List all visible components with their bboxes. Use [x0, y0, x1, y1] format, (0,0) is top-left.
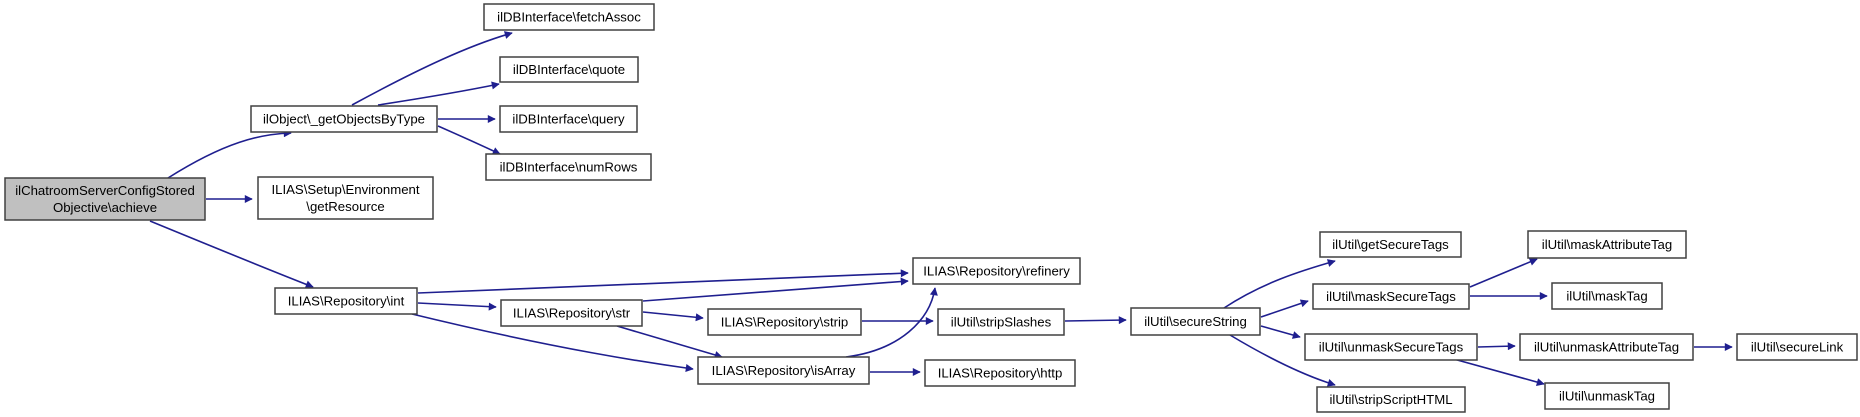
edge-int-isArray — [411, 313, 694, 372]
edge-secureString-stripScriptHTML — [1229, 334, 1336, 387]
edge-stripSlashes-secureString — [1064, 316, 1127, 325]
node-label-fetchAssoc: ilDBInterface\fetchAssoc — [497, 10, 641, 25]
node-label-unmaskTag: ilUtil\unmaskTag — [1559, 389, 1655, 404]
node-unmaskSecureTags[interactable]: ilUtil\unmaskSecureTags — [1304, 333, 1478, 361]
node-achieve[interactable]: ilChatroomServerConfigStoredObjective\ac… — [4, 177, 206, 221]
edge-isArray-refinery — [845, 287, 938, 358]
node-label-stripScriptHTML: ilUtil\stripScriptHTML — [1329, 392, 1452, 407]
node-box-unmaskSecureTags[interactable] — [1304, 333, 1478, 361]
edge-str-refinery — [642, 277, 909, 302]
node-label-unmaskAttributeTag: ilUtil\unmaskAttributeTag — [1534, 340, 1679, 355]
node-getResource[interactable]: ILIAS\Setup\Environment \getResource — [257, 176, 434, 220]
node-box-http[interactable] — [924, 359, 1076, 387]
node-int[interactable]: ILIAS\Repository\int — [274, 287, 418, 315]
node-box-unmaskTag[interactable] — [1544, 382, 1670, 410]
edge-secureString-maskSecureTags — [1260, 299, 1309, 318]
node-stripSlashes[interactable]: ilUtil\stripSlashes — [937, 308, 1065, 336]
node-label-quote: ilDBInterface\quote — [513, 62, 625, 77]
node-label-stripSlashes: ilUtil\stripSlashes — [951, 315, 1052, 330]
node-box-query[interactable] — [499, 105, 638, 133]
node-label-getObjectsByType: ilObject\_getObjectsByType — [263, 112, 425, 127]
node-box-unmaskAttributeTag[interactable] — [1519, 333, 1694, 361]
node-label-str: ILIAS\Repository\str — [513, 306, 631, 321]
node-unmaskAttributeTag[interactable]: ilUtil\unmaskAttributeTag — [1519, 333, 1694, 361]
node-label-maskTag: ilUtil\maskTag — [1566, 289, 1647, 304]
node-label-getSecureTags: ilUtil\getSecureTags — [1332, 237, 1449, 252]
node-quote[interactable]: ilDBInterface\quote — [499, 56, 639, 83]
node-label-secureString: ilUtil\secureString — [1144, 314, 1247, 329]
node-label-refinery: ILIAS\Repository\refinery — [923, 264, 1070, 279]
node-str[interactable]: ILIAS\Repository\str — [500, 299, 643, 327]
node-label-strip: ILIAS\Repository\strip — [721, 315, 849, 330]
node-maskSecureTags[interactable]: ilUtil\maskSecureTags — [1312, 283, 1470, 310]
edge-unmaskSecureTags-unmaskAttributeTag — [1477, 342, 1516, 351]
node-label-achieve-line1: ilChatroomServerConfigStored — [15, 183, 195, 198]
node-label-getResource-line1: ILIAS\Setup\Environment — [271, 182, 419, 197]
node-box-maskTag[interactable] — [1551, 282, 1663, 310]
node-box-secureString[interactable] — [1130, 307, 1261, 336]
node-label-maskAttributeTag: ilUtil\maskAttributeTag — [1542, 237, 1672, 252]
edge-achieve-int — [149, 220, 314, 289]
node-box-isArray[interactable] — [697, 356, 870, 385]
edge-str-isArray — [616, 325, 723, 359]
node-maskAttributeTag[interactable]: ilUtil\maskAttributeTag — [1527, 230, 1687, 259]
node-fetchAssoc[interactable]: ilDBInterface\fetchAssoc — [483, 3, 655, 31]
node-getSecureTags[interactable]: ilUtil\getSecureTags — [1319, 231, 1462, 258]
node-secureLink[interactable]: ilUtil\secureLink — [1736, 333, 1858, 361]
edge-maskSecureTags-maskAttributeTag — [1469, 258, 1538, 288]
node-box-secureLink[interactable] — [1736, 333, 1858, 361]
node-label-achieve-line2: Objective\achieve — [53, 200, 157, 215]
node-box-int[interactable] — [274, 287, 418, 315]
node-getObjectsByType[interactable]: ilObject\_getObjectsByType — [250, 105, 438, 133]
node-box-maskSecureTags[interactable] — [1312, 283, 1470, 310]
edge-secureString-getSecureTags — [1223, 259, 1336, 309]
node-box-refinery[interactable] — [912, 257, 1081, 285]
node-box-numRows[interactable] — [485, 153, 652, 181]
node-box-str[interactable] — [500, 299, 643, 327]
node-box-maskAttributeTag[interactable] — [1527, 230, 1687, 259]
node-box-stripSlashes[interactable] — [937, 308, 1065, 336]
edge-int-str — [417, 302, 497, 311]
edge-getObjectsByType-numRows — [437, 125, 501, 155]
node-box-getSecureTags[interactable] — [1319, 231, 1462, 258]
node-box-strip[interactable] — [707, 308, 862, 336]
node-unmaskTag[interactable]: ilUtil\unmaskTag — [1544, 382, 1670, 410]
edge-unmaskSecureTags-unmaskTag — [1449, 357, 1545, 386]
edge-achieve-getObjectsByType — [167, 129, 292, 179]
node-label-numRows: ilDBInterface\numRows — [500, 160, 638, 175]
node-label-isArray: ILIAS\Repository\isArray — [712, 363, 856, 378]
node-box-stripScriptHTML[interactable] — [1316, 386, 1466, 413]
edge-getObjectsByType-quote — [377, 81, 500, 106]
node-query[interactable]: ilDBInterface\query — [499, 105, 638, 133]
node-stripScriptHTML[interactable]: ilUtil\stripScriptHTML — [1316, 386, 1466, 413]
edge-str-strip — [642, 311, 704, 322]
edge-getObjectsByType-fetchAssoc — [351, 31, 513, 106]
node-numRows[interactable]: ilDBInterface\numRows — [485, 153, 652, 181]
node-box-achieve[interactable] — [4, 177, 206, 221]
node-isArray[interactable]: ILIAS\Repository\isArray — [697, 356, 870, 385]
node-box-getObjectsByType[interactable] — [250, 105, 438, 133]
node-strip[interactable]: ILIAS\Repository\strip — [707, 308, 862, 336]
node-label-secureLink: ilUtil\secureLink — [1751, 340, 1844, 355]
node-box-getResource[interactable] — [257, 176, 434, 220]
node-maskTag[interactable]: ilUtil\maskTag — [1551, 282, 1663, 310]
node-label-query: ilDBInterface\query — [512, 112, 625, 127]
node-label-http: ILIAS\Repository\http — [938, 366, 1063, 381]
node-refinery[interactable]: ILIAS\Repository\refinery — [912, 257, 1081, 285]
node-label-int: ILIAS\Repository\int — [288, 294, 405, 309]
node-label-unmaskSecureTags: ilUtil\unmaskSecureTags — [1319, 340, 1464, 355]
node-http[interactable]: ILIAS\Repository\http — [924, 359, 1076, 387]
node-box-fetchAssoc[interactable] — [483, 3, 655, 31]
node-label-getResource-line2: \getResource — [306, 199, 384, 214]
edge-secureString-unmaskSecureTags — [1260, 325, 1301, 339]
node-box-quote[interactable] — [499, 56, 639, 83]
node-label-maskSecureTags: ilUtil\maskSecureTags — [1326, 289, 1456, 304]
node-secureString[interactable]: ilUtil\secureString — [1130, 307, 1261, 336]
edge-int-refinery — [417, 269, 909, 294]
